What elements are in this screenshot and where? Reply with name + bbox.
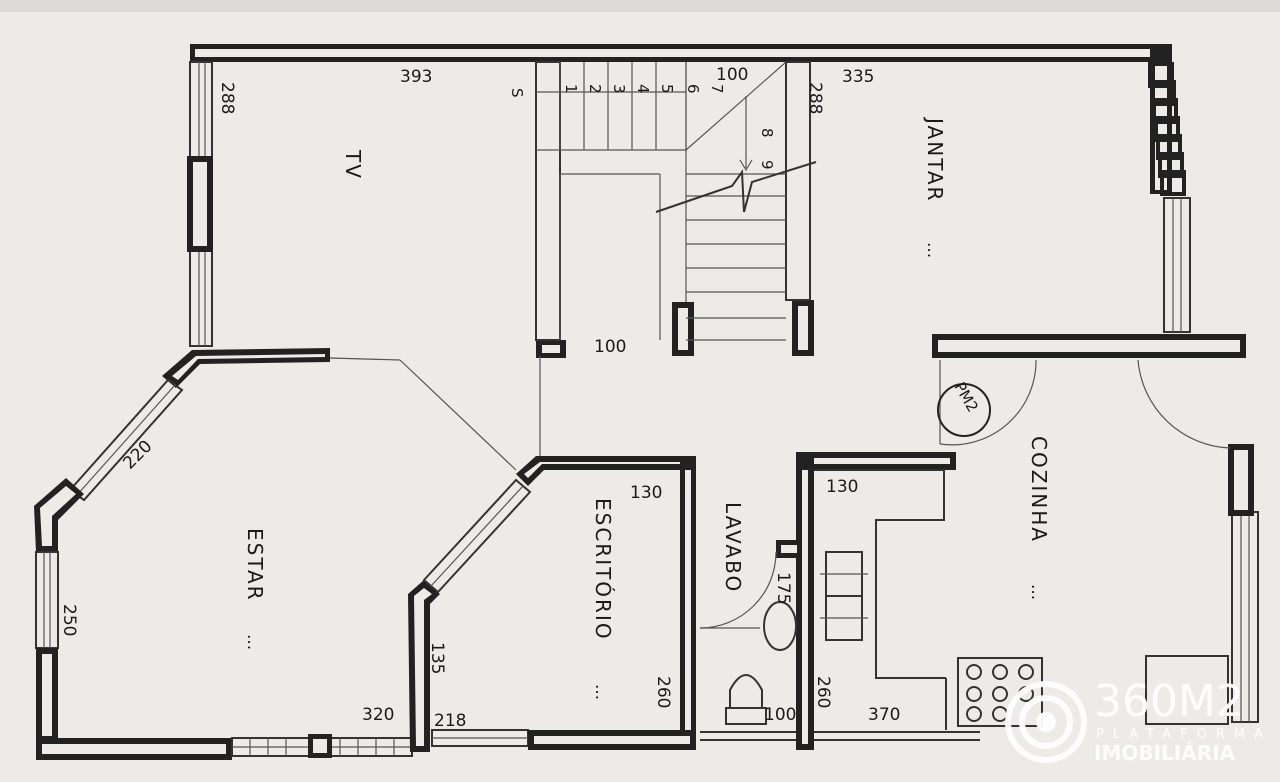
- room-label-lavabo: LAVABO: [721, 502, 745, 593]
- dim-stair-height: 288: [805, 82, 825, 114]
- room-label-cozinha: COZINHA: [1027, 436, 1051, 543]
- paper-top-edge: [0, 0, 1280, 12]
- exterior-walls: [34, 44, 1191, 760]
- dim-kitchen-left: 260: [813, 676, 833, 708]
- brand-name: 360M2: [1094, 676, 1244, 727]
- fridge-icon: [1145, 655, 1229, 725]
- stove-icon: [957, 657, 1043, 727]
- stair-step-number: 3: [610, 84, 628, 94]
- interior-walls: [329, 300, 1259, 752]
- cozinha-suffix: ...: [1027, 584, 1047, 600]
- doors: [699, 359, 1231, 629]
- escritorio-suffix: ...: [591, 684, 611, 700]
- kitchen-sink-icon: [820, 551, 868, 641]
- jantar-suffix: ...: [923, 242, 943, 258]
- dim-estar-side: 250: [59, 604, 79, 636]
- dimension-labels: 393 100 335 288 288 100 220 250 320 218 …: [59, 65, 900, 731]
- stair-direction: S: [508, 88, 526, 98]
- room-labels: TV JANTAR ESTAR ESCRITÓRIO LAVABO COZINH…: [243, 116, 1051, 700]
- dim-lavabo-bottom: 100: [764, 705, 796, 725]
- dim-lavabo-side: 175: [773, 572, 793, 604]
- dim-estar-bottom: 320: [362, 705, 394, 725]
- brand-watermark: 360M2 PLATAFORMA IMOBILIÁRIA: [1005, 676, 1272, 765]
- door-tag-circle: [937, 383, 991, 437]
- stair-step-number: 8: [758, 128, 776, 138]
- brick-column: [1148, 62, 1186, 196]
- stair-step-number: 4: [634, 84, 652, 94]
- brand-logo-icon: [1005, 681, 1087, 763]
- stair-step-number: 6: [684, 84, 702, 94]
- brand-tagline: IMOBILIÁRIA: [1094, 741, 1236, 765]
- stair-step-number: 9: [758, 160, 776, 170]
- dim-stair-width: 100: [716, 65, 748, 85]
- dim-escritorio-side: 135: [427, 642, 447, 674]
- dim-escritorio-right: 260: [653, 676, 673, 708]
- dim-left-height: 288: [217, 82, 237, 114]
- fixtures: [725, 383, 1229, 730]
- dim-kitchen-bottom: 370: [868, 705, 900, 725]
- dim-top-left: 393: [400, 67, 432, 87]
- room-label-estar: ESTAR: [243, 528, 267, 602]
- dim-escritorio-bottom: 218: [434, 711, 466, 731]
- room-label-escritorio: ESCRITÓRIO: [591, 498, 615, 641]
- dim-landing: 100: [594, 337, 626, 357]
- dim-kitchen-top: 130: [826, 477, 858, 497]
- room-label-jantar: JANTAR: [923, 116, 947, 202]
- stair-step-number: 2: [586, 84, 604, 94]
- toilet-icon: [725, 674, 767, 725]
- dim-escritorio-top: 130: [630, 483, 662, 503]
- dim-top-right: 335: [842, 67, 874, 87]
- stair-step-number: 7: [708, 84, 726, 94]
- sink-icon: [763, 601, 797, 651]
- stair-step-number: 5: [658, 84, 676, 94]
- stair-step-number: 1: [562, 84, 580, 94]
- room-label-tv: TV: [341, 149, 365, 180]
- estar-suffix: ...: [243, 634, 263, 650]
- staircase: [535, 61, 817, 341]
- brand-subtitle: PLATAFORMA: [1096, 727, 1272, 742]
